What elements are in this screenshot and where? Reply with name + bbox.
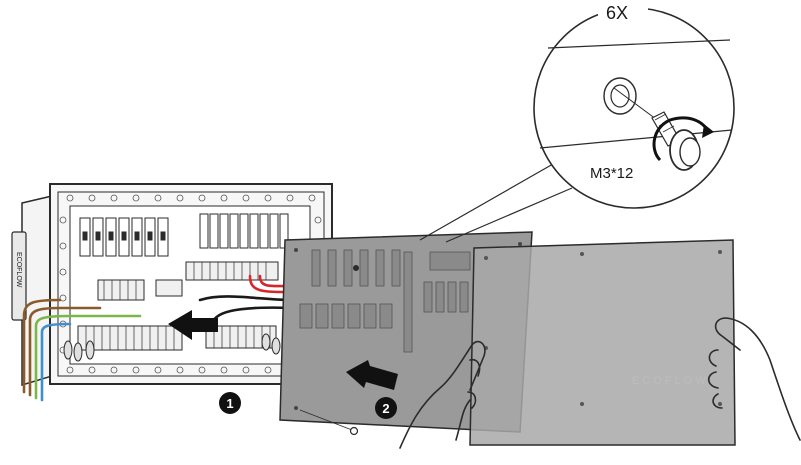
step-1-badge [219, 392, 241, 414]
terminal-blocks [77, 261, 279, 351]
breaker-row-right [199, 213, 289, 249]
hand-icon [399, 317, 801, 449]
screw-quantity-label: 6X [606, 3, 628, 23]
cover-screw-icon [353, 265, 359, 271]
inner-cover-panel: 2 [279, 231, 533, 436]
zoom-callout: M3*12 [419, 7, 735, 243]
push-arrow-icon [346, 360, 398, 390]
panel-brand-logo: ECOFLOW [632, 375, 709, 387]
step-1-number: 1 [226, 396, 233, 411]
box-side-brand: ECOFLOW [15, 252, 22, 288]
cable-lugs [63, 333, 281, 362]
step-2-number: 2 [382, 401, 389, 416]
outer-cover-panel: ECOFLOW [469, 239, 736, 446]
screwdriver-rotation-icon [651, 111, 714, 171]
step-2-badge [375, 397, 397, 419]
wiring [22, 274, 294, 402]
push-arrow-icon [168, 310, 218, 340]
screw-icon [299, 409, 359, 436]
screw-spec-label: M3*12 [590, 165, 633, 182]
breaker-row-left [79, 217, 169, 257]
